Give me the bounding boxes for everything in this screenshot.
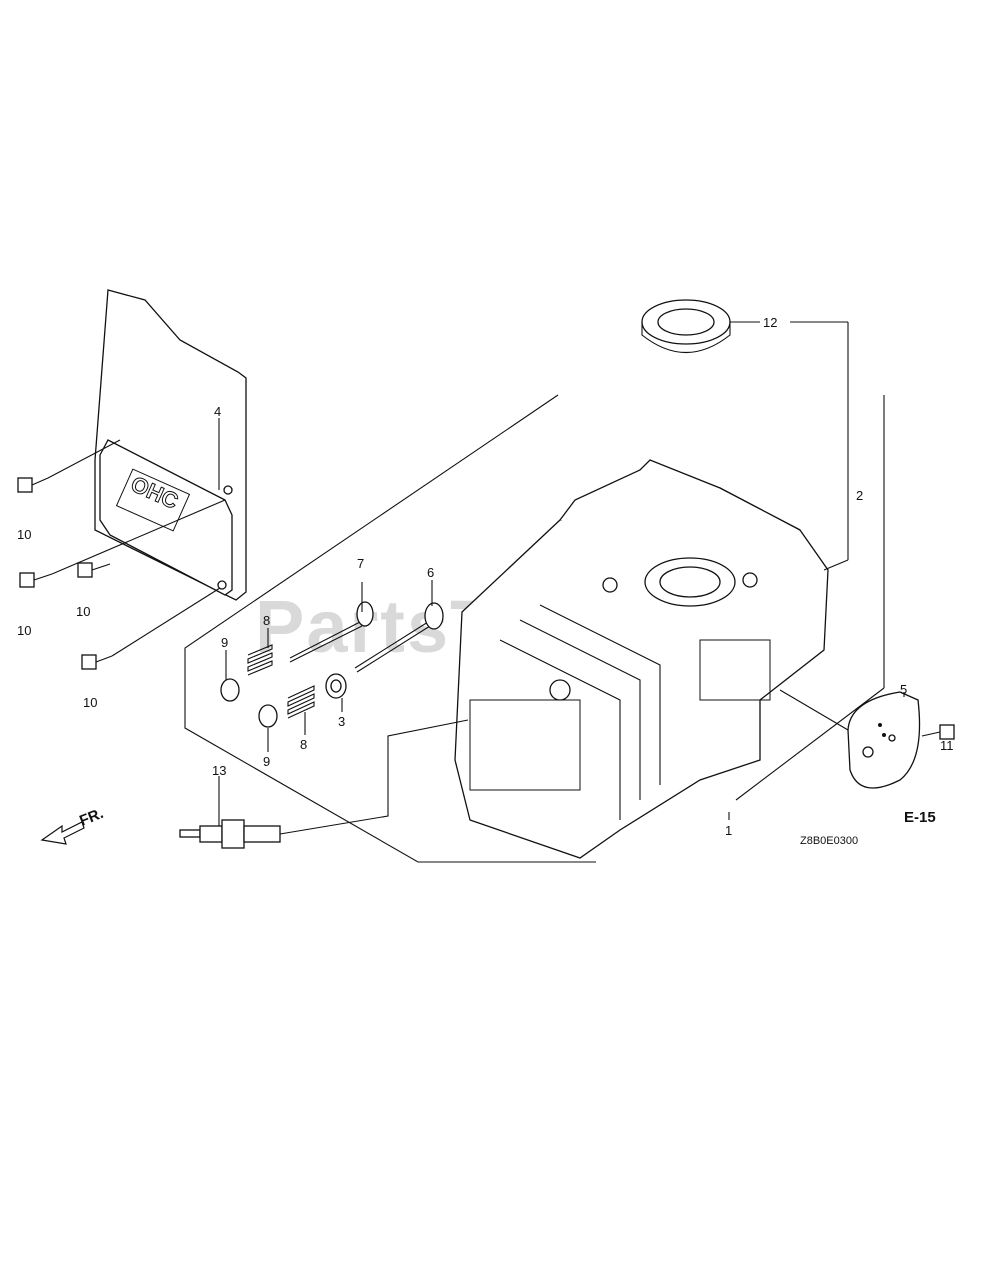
callout-2: 2 bbox=[856, 488, 863, 503]
front-direction-arrow: FR. bbox=[40, 805, 106, 845]
diagram-code: Z8B0E0300 bbox=[800, 835, 858, 847]
valve-6[interactable] bbox=[354, 602, 444, 673]
cylinder-block[interactable] bbox=[454, 459, 829, 859]
bolt-10-d[interactable] bbox=[81, 587, 221, 670]
retainer-9-b[interactable] bbox=[258, 704, 278, 728]
retainer-9-a[interactable] bbox=[220, 678, 240, 702]
callout-11: 11 bbox=[940, 738, 954, 753]
callout-10-b: 10 bbox=[17, 623, 31, 638]
callout-8-b: 8 bbox=[300, 737, 307, 752]
valve-spring-8-a[interactable] bbox=[247, 644, 273, 676]
bolt-10-a[interactable] bbox=[17, 439, 121, 493]
callout-9-a: 9 bbox=[221, 635, 228, 650]
callout-1: 1 bbox=[725, 823, 732, 838]
callout-8-a: 8 bbox=[263, 613, 270, 628]
callout-10-c: 10 bbox=[76, 604, 90, 619]
callout-7: 7 bbox=[357, 556, 364, 571]
callout-13: 13 bbox=[212, 763, 226, 778]
callout-6: 6 bbox=[427, 565, 434, 580]
reference-label: E-15 bbox=[904, 809, 936, 826]
callout-10-a: 10 bbox=[17, 527, 31, 542]
cover-plate-5[interactable] bbox=[847, 691, 921, 789]
bolt-10-c[interactable] bbox=[77, 562, 111, 578]
callout-12: 12 bbox=[763, 315, 777, 330]
callout-3: 3 bbox=[338, 714, 345, 729]
head-cover[interactable]: OHC bbox=[94, 289, 247, 601]
callout-4: 4 bbox=[214, 404, 221, 419]
spark-plug-13[interactable] bbox=[179, 819, 281, 849]
stem-seal-3[interactable] bbox=[325, 673, 347, 699]
oil-seal-12[interactable] bbox=[641, 299, 731, 353]
bolt-10-b[interactable] bbox=[19, 499, 226, 588]
callout-5: 5 bbox=[900, 682, 907, 697]
callout-10-d: 10 bbox=[83, 695, 97, 710]
valve-7[interactable] bbox=[289, 601, 374, 663]
leader-lines bbox=[218, 321, 905, 835]
valve-spring-8-b[interactable] bbox=[287, 685, 315, 719]
assembly-boundary bbox=[184, 394, 885, 863]
bolt-11[interactable] bbox=[921, 724, 955, 740]
direction-label: FR. bbox=[77, 805, 106, 830]
callout-9-b: 9 bbox=[263, 754, 270, 769]
